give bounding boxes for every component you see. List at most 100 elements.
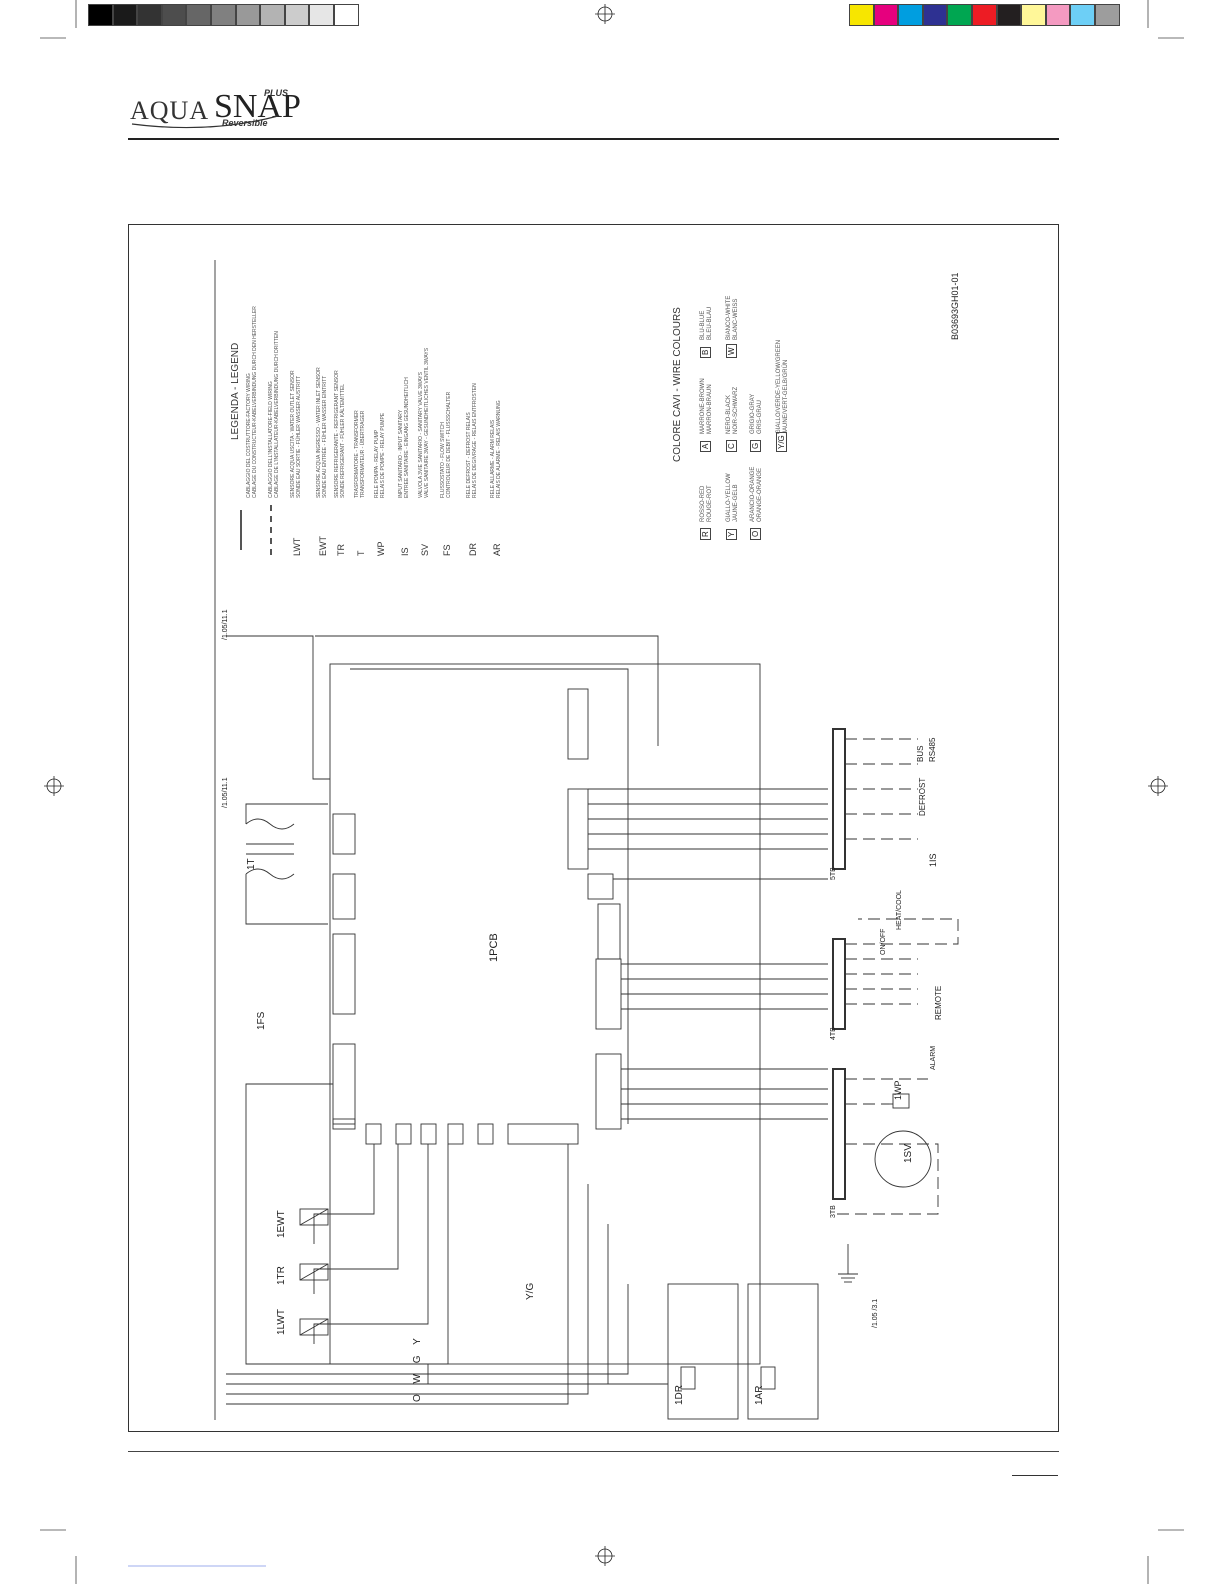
wiring-schematic (214, 260, 959, 1420)
legend-code: DR (468, 543, 478, 556)
wire-colour-name: ARANCIO-ORANGE (750, 466, 756, 522)
tb5-label: 5TB (830, 867, 837, 880)
legend-description: VALVE SANITAIRE 3WAY - GESUNDHEITLICHES … (424, 347, 430, 498)
legend-code: TR (336, 544, 346, 556)
board-label: 1PCB (488, 933, 500, 962)
page-number-rule (1012, 1475, 1058, 1476)
registration-target-icon (44, 4, 1168, 1566)
defrost-group-label: DEFROST (918, 777, 927, 816)
wire-colour-code: O (750, 527, 761, 540)
left-bundle-label: O W G Y (412, 1334, 423, 1402)
wire-colour-name: MARRON-BRAUN (707, 384, 713, 434)
legend-code: LWT (292, 537, 302, 556)
gray-swatch (260, 4, 285, 26)
wire-colour-name: JAUNE-GELB (733, 484, 739, 522)
gray-swatch (186, 4, 211, 26)
sensor-tr-label: 1TR (276, 1266, 287, 1285)
power-ref-bottom: /1.05 /3.1 (872, 1298, 879, 1328)
legend-dashed-sample (270, 505, 280, 555)
footer-rule (128, 1451, 1059, 1452)
wire-colour-code: B (700, 346, 711, 358)
legend-description: SONDE EAU ENTRÉE - FÜHLER WASSER EINTRIT… (322, 375, 328, 498)
pump-relay-label: 1WP (893, 1080, 903, 1100)
gray-swatch (137, 4, 162, 26)
gray-swatch (112, 4, 138, 26)
logo-word-snap: SNAP (214, 88, 301, 125)
gray-swatch (235, 4, 261, 26)
tb3-label: 3TB (830, 1205, 837, 1218)
wire-colour-code: Y/G (776, 432, 787, 452)
legend-description: CONTROLEUR DE DEBIT - FLUSSSCHALTER (446, 391, 452, 498)
color-swatch (922, 4, 948, 26)
gray-swatch (284, 4, 310, 26)
wire-colour-code: W (726, 344, 737, 358)
rs485-label: RS485 (928, 737, 937, 762)
onoff-group-label: ON/OFF (880, 928, 887, 955)
legend-code: IS (400, 547, 410, 556)
defrost-relay-label: 1DR (674, 1384, 685, 1405)
color-swatch (1070, 4, 1095, 26)
color-swatch (972, 4, 997, 26)
legend-code: WP (376, 541, 386, 557)
wire-colour-code: Y (726, 528, 737, 540)
logo-swoosh-icon (131, 115, 279, 129)
legend-description: RELAIS DE ALARME - RELAIS WARNUNG (496, 400, 502, 498)
header-rule (128, 138, 1059, 140)
color-swatch (849, 4, 874, 26)
legend-description: RELAIS DE POMPE - RELAY PUMPE (380, 412, 386, 498)
legend-description: RELAIS DE DEGIVRAGE - RELAIS ENTFROSTEN (472, 383, 478, 498)
wire-colour-name: MARRONE-BROWN (700, 378, 706, 434)
wire-colour-name: GRIS-GRAU (757, 399, 763, 434)
heat-cool-group-label: HEAT/COOL (896, 890, 903, 930)
color-swatch (1045, 4, 1071, 26)
logo-word-aqua: AQUA (130, 96, 210, 125)
wire-colour-name: ORANGE-ORANGE (757, 467, 763, 522)
gray-swatch (88, 4, 113, 26)
alarm-relay-label: 1AR (754, 1385, 765, 1405)
legend-code: AR (492, 543, 502, 556)
wire-colour-code: R (700, 528, 711, 540)
color-swatch (996, 4, 1022, 26)
legend-line-samples (240, 510, 250, 550)
wire-colour-name: NOIR-SCHWARZ (733, 386, 739, 434)
logo-plus: PLUS (264, 88, 289, 98)
wire-colour-code: A (700, 440, 711, 452)
gray-swatch (211, 4, 236, 26)
wire-colours-title: COLORE CAVI - WIRE COLOURS (672, 307, 683, 462)
brand-logo: AQUA SNAP PLUS Reversible (130, 88, 301, 138)
gray-swatch (309, 4, 334, 26)
valve-label: 1SV (903, 1144, 914, 1163)
wire-colour-name: GRIGIO-GRAY (750, 393, 756, 434)
alarm-group-label: ALARM (930, 1045, 937, 1070)
legend-description: TRANSFORMATEUR - ÜBERTRAGER (360, 410, 366, 498)
flow-switch-label: 1FS (256, 1011, 267, 1030)
color-swatch (873, 4, 899, 26)
legend-code: T (356, 550, 366, 557)
legend-factory-line-2: CABLAGE DU CONSTRUCTEUR-KABELVERBINDUNG … (252, 306, 258, 498)
wire-colour-name: JAUNE/VERT-GELB/GRÜN (783, 359, 789, 434)
color-swatch (1021, 4, 1046, 26)
wire-colour-name: BIANCO-WHITE (726, 295, 732, 340)
gray-swatch (334, 4, 359, 26)
wire-colour-name: ROUGE-ROT (707, 485, 713, 522)
tb4-label: 4TB (830, 1027, 837, 1040)
power-ref-mid: /1.05/11.1 (222, 777, 229, 808)
legend-description: SONDE EAU SORTIE - FÜHLER WASSER AUSTRIT… (296, 375, 302, 498)
legend-description: ENTREE SANITAIRE - EINGANG GESUNDHEITLIC… (404, 377, 410, 498)
bus-label: BUS (916, 745, 925, 762)
color-swatch (1095, 4, 1120, 26)
sensor-lwt-label: 1LWT (276, 1309, 287, 1335)
legend-code: SV (420, 543, 430, 556)
sanitary-input-label: 1IS (928, 853, 938, 867)
wire-colour-name: BLEU-BLAU (707, 306, 713, 340)
wire-colour-name: GIALLO/VERDE-YELLOW/GREEN (776, 339, 782, 434)
transformer-label: 1T (246, 858, 257, 870)
drawing-code: B03693GH01-01 (950, 272, 960, 340)
legend-title: LEGENDA - LEGEND (230, 342, 241, 440)
sensor-ewt-label: 1EWT (276, 1210, 287, 1238)
legend-field-line-2: CABLAGE DE L'INSTALLATEUR-KABELVERBINDUN… (274, 331, 280, 498)
legend-code: EWT (318, 536, 328, 556)
power-ref-top: /1.05/11.1 (222, 609, 229, 640)
color-swatch (898, 4, 923, 26)
